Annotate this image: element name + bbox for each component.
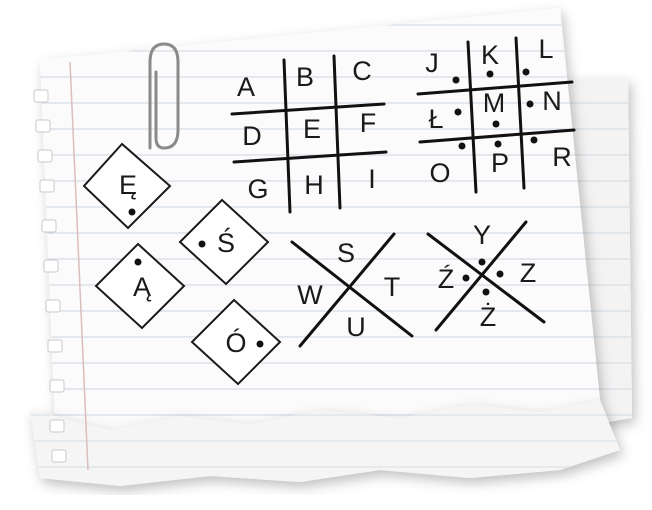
diamond-letter: Ś	[217, 226, 235, 258]
x-letter-top: Y	[473, 220, 491, 250]
cipher-dot	[483, 289, 490, 296]
grid-letter-4: Ł	[428, 104, 443, 134]
diamond-letter: Ę	[119, 170, 137, 200]
diamond-letter: Ą	[133, 272, 152, 302]
grid-letter-9: I	[368, 164, 376, 194]
x-letter-left: Ź	[438, 264, 455, 294]
x-letter-left: W	[297, 280, 323, 310]
x-letter-top: S	[337, 238, 355, 268]
grid-letter-6: N	[542, 86, 562, 116]
cipher-dot	[129, 209, 136, 216]
grid-letter-2: K	[481, 40, 499, 70]
grid-letter-8: P	[491, 148, 509, 178]
grid-letter-7: G	[247, 174, 268, 204]
cipher-dot	[135, 259, 142, 266]
cipher-dot	[453, 77, 460, 84]
cipher-dot	[463, 275, 470, 282]
cipher-dot	[455, 109, 462, 116]
cipher-dot	[497, 271, 504, 278]
grid-letter-5: E	[303, 114, 321, 144]
cipher-dot	[523, 69, 530, 76]
cipher-dot	[479, 259, 486, 266]
cipher-dot	[493, 121, 500, 128]
x-letter-right: Z	[520, 258, 537, 288]
grid-letter-2: B	[296, 62, 314, 92]
x-letter-bottom: Ż	[480, 301, 497, 332]
grid-letter-3: L	[538, 34, 553, 64]
cipher-dot	[199, 241, 206, 248]
cipher-dot	[527, 101, 534, 108]
grid-letter-4: D	[242, 121, 262, 151]
grid-letter-9: R	[552, 142, 572, 172]
grid-letter-1: A	[237, 72, 255, 102]
grid-letter-8: H	[304, 170, 324, 200]
cipher-dot	[531, 137, 538, 144]
x-letter-right: T	[384, 272, 401, 302]
grid-letter-5: M	[483, 88, 506, 118]
cipher-dot	[459, 143, 466, 150]
diamond-letter: Ó	[225, 327, 246, 358]
grid-letter-7: O	[429, 158, 450, 188]
cipher-dot	[495, 141, 502, 148]
cipher-dot	[257, 341, 264, 348]
grid-letter-1: J	[425, 48, 439, 78]
x-letter-bottom: U	[346, 312, 366, 342]
grid-letter-3: C	[352, 56, 372, 86]
cipher-dot	[487, 71, 494, 78]
grid-letter-6: F	[360, 108, 377, 138]
